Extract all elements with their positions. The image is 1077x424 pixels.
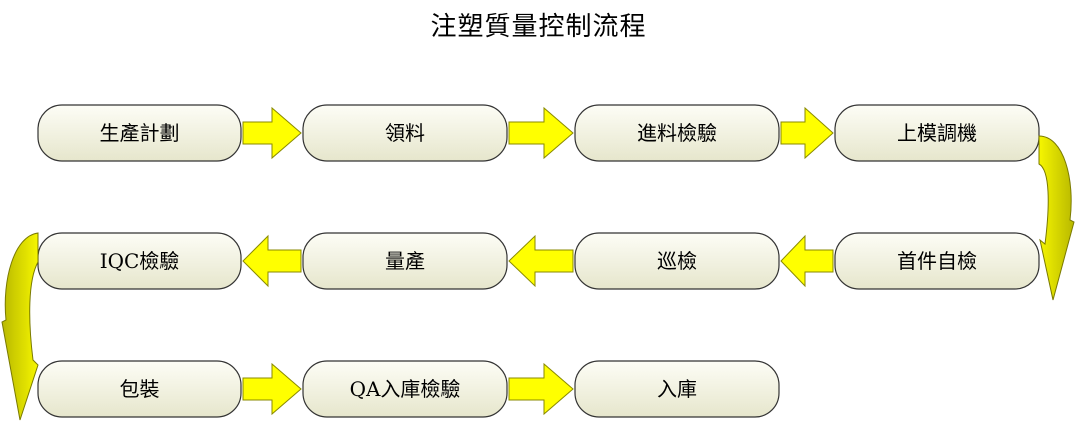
step-label: 進料檢驗: [637, 121, 717, 145]
step-label: 首件自檢: [897, 249, 977, 273]
arrow-right-icon: [508, 106, 574, 160]
step-node-5: [834, 232, 1040, 290]
arrow-left-icon: [780, 234, 834, 288]
arrow-right-icon: [508, 362, 574, 416]
curved-arrow-down-icon: [1, 232, 39, 421]
step-label: 巡檢: [657, 249, 697, 273]
step-node-6: [574, 232, 780, 290]
step-label: 上模調機: [897, 121, 977, 145]
diagram-title: 注塑質量控制流程: [430, 12, 647, 42]
arrow-left-icon: [242, 234, 302, 288]
step-label: 入庫: [657, 377, 697, 401]
step-node-4: [834, 104, 1040, 162]
step-node-10: [302, 360, 508, 418]
step-node-1: [37, 104, 242, 162]
arrow-right-icon: [780, 106, 834, 160]
step-node-9: [37, 360, 242, 418]
step-node-11: [574, 360, 780, 418]
step-label: 領料: [385, 121, 425, 145]
step-node-2: [302, 104, 508, 162]
step-label: QA入庫檢驗: [349, 377, 461, 401]
step-label: 生產計劃: [99, 121, 180, 145]
arrow-right-icon: [242, 362, 302, 416]
curved-arrow-down-icon: [1038, 135, 1075, 301]
arrow-right-icon: [242, 106, 302, 160]
step-label: 包裝: [119, 377, 160, 401]
arrow-left-icon: [508, 234, 574, 288]
step-node-7: [302, 232, 508, 290]
step-node-3: [574, 104, 780, 162]
step-label: 量產: [385, 249, 425, 273]
step-label: IQC檢驗: [99, 249, 180, 273]
